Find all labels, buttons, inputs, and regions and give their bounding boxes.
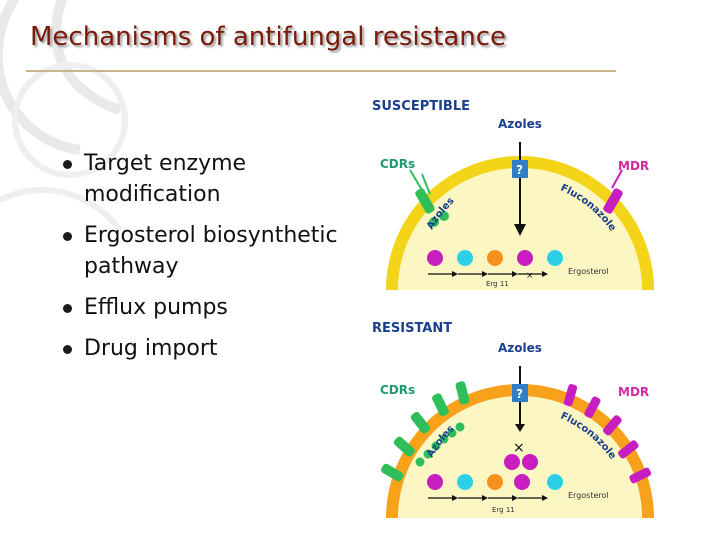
resistance-mechanism-diagram: SUSCEPTIBLE Azoles CDRs MDR Azoles Fluco…: [372, 99, 654, 518]
mdr-efflux-pump: [603, 169, 623, 214]
bullet-text: Ergosterol biosynthetic pathway: [84, 223, 338, 279]
cdrs-label: CDRs: [380, 383, 415, 397]
erg11-label: Erg 11: [492, 506, 515, 514]
bullet-item: Target enzyme modification: [58, 148, 368, 210]
bullet-text: Drug import: [84, 336, 218, 361]
arrow-head-icon: [514, 224, 526, 236]
mdr-label: MDR: [618, 159, 649, 173]
bullet-item: Efflux pumps: [58, 292, 368, 323]
azoles-top-label: Azoles: [498, 117, 542, 131]
bullet-text: Target enzyme modification: [84, 151, 247, 207]
bullet-dot-icon: [63, 232, 72, 241]
ergosterol-label: Ergosterol: [568, 267, 609, 276]
import-channel: [512, 160, 528, 178]
cdr-efflux-pump: [409, 169, 449, 227]
bullet-item: Drug import: [58, 333, 368, 364]
susceptible-panel: SUSCEPTIBLE Azoles CDRs MDR Azoles Fluco…: [372, 99, 654, 290]
cdr-efflux-pump-cluster: [381, 381, 470, 482]
ergosterol-pathway: [427, 454, 563, 501]
question-mark-icon: ?: [516, 163, 523, 177]
erg11-label: Erg 11: [486, 280, 509, 288]
panel-heading: SUSCEPTIBLE: [372, 99, 470, 114]
mdr-label: MDR: [618, 385, 649, 399]
ergosterol-label: Ergosterol: [568, 491, 609, 500]
bullet-dot-icon: [63, 345, 72, 354]
bullet-dot-icon: [63, 304, 72, 313]
azoles-top-label: Azoles: [498, 341, 542, 355]
blocked-x-icon: ×: [513, 440, 525, 456]
resistant-panel: RESISTANT Azoles CDRs MDR Azoles: [372, 321, 654, 518]
ergosterol-pathway: ×: [427, 250, 563, 281]
import-channel: [512, 384, 528, 402]
title-underline: [26, 70, 616, 72]
bullet-item: Ergosterol biosynthetic pathway: [58, 220, 368, 282]
question-mark-icon: ?: [516, 387, 523, 401]
arrow-head-icon: [515, 424, 525, 432]
bullet-dot-icon: [63, 160, 72, 169]
mdr-efflux-pump-cluster: [563, 384, 652, 484]
cdrs-label: CDRs: [380, 157, 415, 171]
panel-heading: RESISTANT: [372, 321, 452, 336]
bullet-list: Target enzyme modification Ergosterol bi…: [58, 148, 368, 374]
page-title: Mechanisms of antifungal resistance: [30, 22, 507, 52]
svg-text:×: ×: [526, 271, 534, 281]
bullet-text: Efflux pumps: [84, 295, 228, 320]
